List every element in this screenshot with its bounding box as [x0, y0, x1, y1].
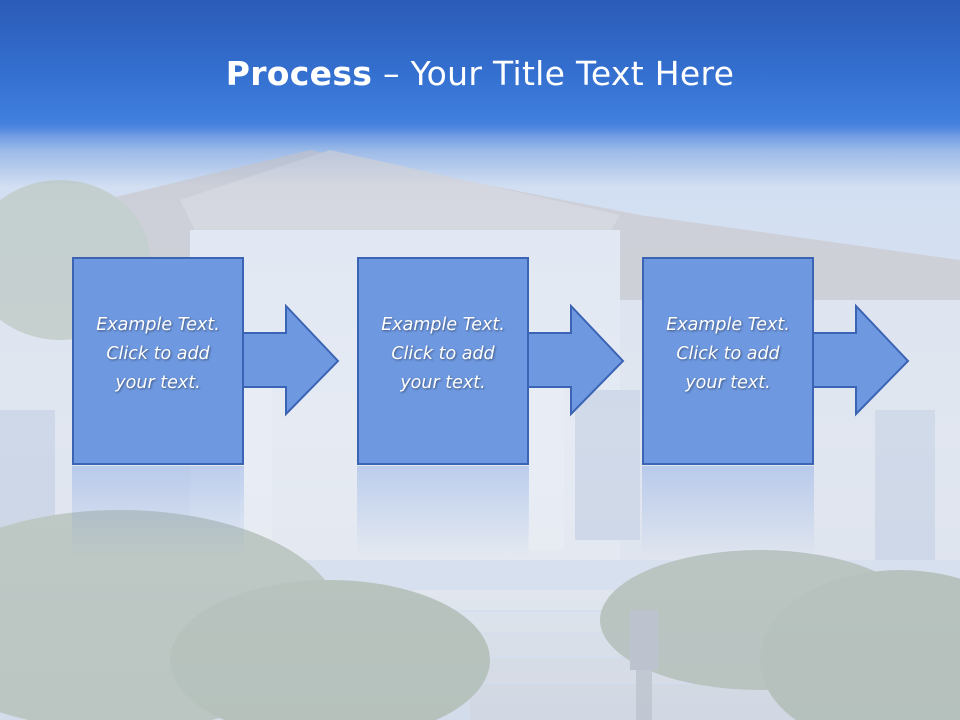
- slide-title[interactable]: Process – Your Title Text Here: [0, 52, 960, 96]
- step-2-line-1: Example Text.: [381, 315, 505, 335]
- step-2-reflection: [357, 466, 529, 556]
- step-3-line-3: your text.: [685, 373, 771, 393]
- step-2-text[interactable]: Example Text. Click to add your text.: [359, 311, 527, 398]
- title-band: [0, 0, 960, 135]
- title-rest-part: – Your Title Text Here: [372, 54, 735, 93]
- step-3-arrow-icon: [807, 303, 910, 417]
- step-1-text[interactable]: Example Text. Click to add your text.: [74, 311, 242, 398]
- step-2-arrow-icon: [522, 303, 625, 417]
- step-1-reflection: [72, 466, 244, 556]
- step-1-line-1: Example Text.: [96, 315, 220, 335]
- step-3-line-2: Click to add: [676, 344, 780, 364]
- step-1-arrow-icon: [237, 303, 340, 417]
- step-1-line-2: Click to add: [106, 344, 210, 364]
- step-3-reflection: [642, 466, 814, 556]
- step-2-line-3: your text.: [400, 373, 486, 393]
- step-2-line-2: Click to add: [391, 344, 495, 364]
- title-bold-part: Process: [225, 54, 373, 93]
- step-2-box[interactable]: Example Text. Click to add your text.: [357, 257, 529, 465]
- step-1-line-3: your text.: [115, 373, 201, 393]
- step-3-line-1: Example Text.: [666, 315, 790, 335]
- step-3-box[interactable]: Example Text. Click to add your text.: [642, 257, 814, 465]
- step-1-box[interactable]: Example Text. Click to add your text.: [72, 257, 244, 465]
- step-3-text[interactable]: Example Text. Click to add your text.: [644, 311, 812, 398]
